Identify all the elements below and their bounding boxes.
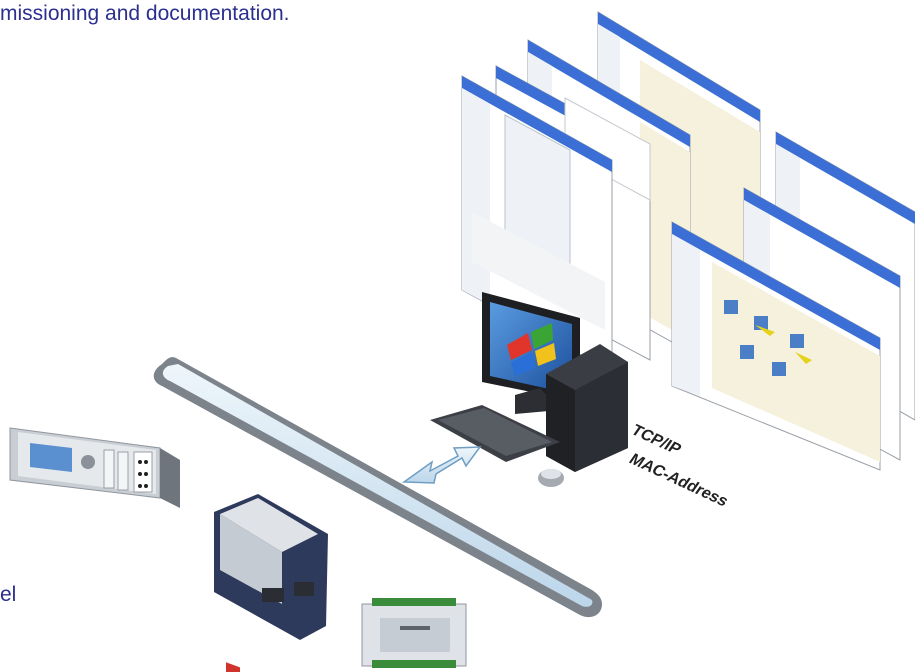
data-exchange-arrow-icon	[401, 446, 482, 484]
caption-text: missioning and documentation.	[0, 2, 290, 25]
room-controller-icon	[214, 494, 328, 672]
mouse-icon	[538, 469, 564, 487]
software-window-icon	[671, 221, 881, 471]
io-module-icon	[361, 598, 467, 668]
address-label: MAC-Address	[626, 450, 732, 510]
keyboard-icon	[430, 405, 560, 462]
controller-panel-icon	[9, 427, 180, 508]
desktop-computer-icon	[482, 292, 628, 472]
edge-label-text: el	[0, 583, 17, 606]
network-cable-icon	[153, 357, 602, 618]
